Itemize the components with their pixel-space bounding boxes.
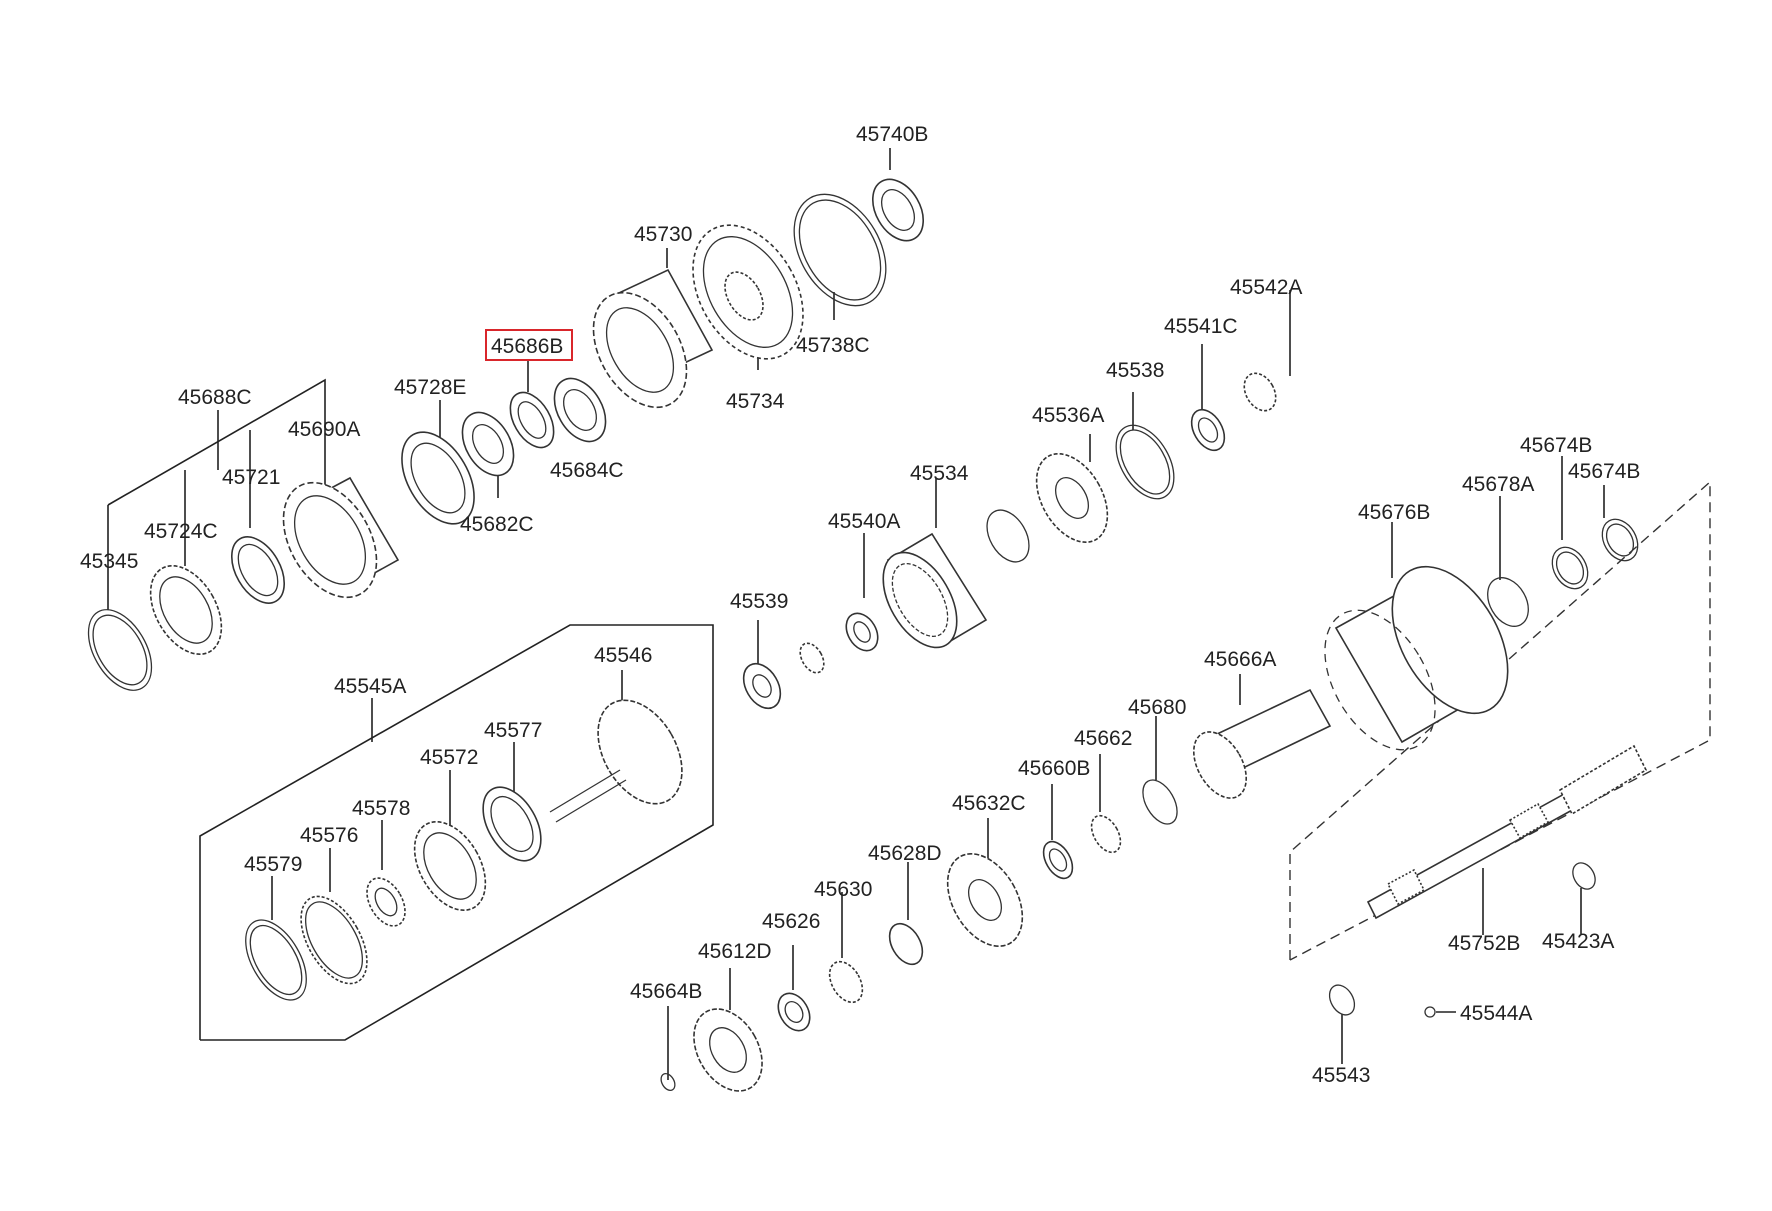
label-45632C[interactable]: 45632C: [952, 792, 1026, 815]
parts-drawings: [87, 178, 1648, 1092]
label-45690A[interactable]: 45690A: [288, 418, 360, 441]
label-45626[interactable]: 45626: [762, 910, 820, 933]
label-45676B[interactable]: 45676B: [1358, 501, 1430, 524]
bearing-45630: [828, 960, 864, 1004]
label-45682C[interactable]: 45682C: [460, 513, 534, 536]
washer-45682C: [461, 411, 515, 477]
ring-45674B-lower: [1551, 546, 1589, 590]
label-45664B[interactable]: 45664B: [630, 980, 702, 1003]
label-45540A[interactable]: 45540A: [828, 510, 900, 533]
label-45738C[interactable]: 45738C: [796, 334, 870, 357]
snap-ring-45345: [87, 609, 153, 691]
bearing-45686B: [509, 391, 555, 449]
ball-45544A: [1424, 1006, 1436, 1018]
highlight-box: [485, 329, 573, 361]
label-45538[interactable]: 45538: [1106, 359, 1164, 382]
snap-ring-45534-ring: [986, 509, 1030, 563]
drum-45534: [882, 532, 988, 649]
clutch-45724C: [149, 565, 223, 655]
plate-45728E: [401, 431, 475, 525]
label-45541C[interactable]: 45541C: [1164, 315, 1238, 338]
thrust-45628D: [888, 922, 924, 966]
snap-ring-45538: [1115, 424, 1175, 500]
label-45542A[interactable]: 45542A: [1230, 276, 1302, 299]
label-45688C[interactable]: 45688C: [178, 386, 252, 409]
ring-45678A: [1487, 577, 1529, 627]
bearing-45539-small: [799, 642, 825, 674]
gear-45734: [692, 224, 804, 360]
label-45534[interactable]: 45534: [910, 462, 969, 485]
label-45628D[interactable]: 45628D: [868, 842, 942, 865]
part-labels: 45740B 45730 45738C 45734 45686B 45684C …: [80, 123, 1640, 1087]
label-45572[interactable]: 45572: [420, 746, 478, 769]
washer-45660B: [1042, 840, 1074, 880]
clutch-drum-45730: [592, 268, 714, 409]
thrust-45539: [742, 662, 782, 710]
label-45734[interactable]: 45734: [726, 390, 785, 413]
label-45684C[interactable]: 45684C: [550, 459, 624, 482]
washer-45541C: [1190, 408, 1226, 452]
label-45674B-lower[interactable]: 45674B: [1568, 460, 1640, 483]
label-45678A[interactable]: 45678A: [1462, 473, 1534, 496]
label-45660B[interactable]: 45660B: [1018, 757, 1090, 780]
carrier-45612D: [693, 1008, 763, 1092]
label-45579[interactable]: 45579: [244, 853, 302, 876]
ring-45423A: [1572, 862, 1596, 890]
label-45576[interactable]: 45576: [300, 824, 358, 847]
label-45543[interactable]: 45543: [1312, 1064, 1370, 1087]
label-45545A[interactable]: 45545A: [334, 675, 406, 698]
ring-45721: [230, 536, 286, 604]
shaft-45666A: [1192, 688, 1332, 799]
label-45728E[interactable]: 45728E: [394, 376, 466, 399]
gear-45572: [413, 821, 487, 911]
snap-ring-45680: [1142, 779, 1178, 825]
drum-45690A: [282, 476, 400, 599]
snap-ring-45738C: [793, 193, 887, 307]
label-45680[interactable]: 45680: [1128, 696, 1186, 719]
ring-45543: [1328, 984, 1356, 1016]
label-45578[interactable]: 45578: [352, 797, 410, 820]
label-45546[interactable]: 45546: [594, 644, 652, 667]
thrust-45540A: [845, 612, 879, 652]
plate-45577: [482, 786, 542, 862]
ring-45674B-upper: [1601, 518, 1639, 562]
label-45345[interactable]: 45345: [80, 550, 138, 573]
label-45544A[interactable]: 45544A: [1460, 1002, 1532, 1025]
label-45752B[interactable]: 45752B: [1448, 932, 1520, 955]
snap-ring-45579: [245, 919, 307, 1001]
label-45674B-upper[interactable]: 45674B: [1520, 434, 1592, 457]
washer-45684C: [553, 377, 607, 443]
label-45536A[interactable]: 45536A: [1032, 404, 1104, 427]
bearing-45662: [1090, 814, 1122, 854]
label-45612D[interactable]: 45612D: [698, 940, 772, 963]
label-45666A[interactable]: 45666A: [1204, 648, 1276, 671]
label-45740B[interactable]: 45740B: [856, 123, 928, 146]
label-45662[interactable]: 45662: [1074, 727, 1132, 750]
drum-45676B: [1324, 565, 1509, 751]
label-45686B[interactable]: 45686B: [491, 335, 563, 358]
carrier-45546: [549, 699, 683, 823]
bearing-45740B: [871, 178, 925, 242]
carrier-45632C: [946, 853, 1024, 947]
label-45423A[interactable]: 45423A: [1542, 930, 1614, 953]
retainer-45542A: [1243, 372, 1277, 412]
label-45730[interactable]: 45730: [634, 223, 692, 246]
washer-45626: [777, 992, 811, 1032]
label-45539[interactable]: 45539: [730, 590, 788, 613]
label-45721[interactable]: 45721: [222, 466, 280, 489]
ring-45664B: [660, 1072, 676, 1092]
bearing-45578: [366, 877, 406, 927]
gear-45536A: [1035, 453, 1109, 543]
label-45577[interactable]: 45577: [484, 719, 542, 742]
label-45724C[interactable]: 45724C: [144, 520, 218, 543]
ring-45576: [300, 895, 368, 985]
label-45630[interactable]: 45630: [814, 878, 872, 901]
shaft-45752B: [1366, 744, 1648, 920]
